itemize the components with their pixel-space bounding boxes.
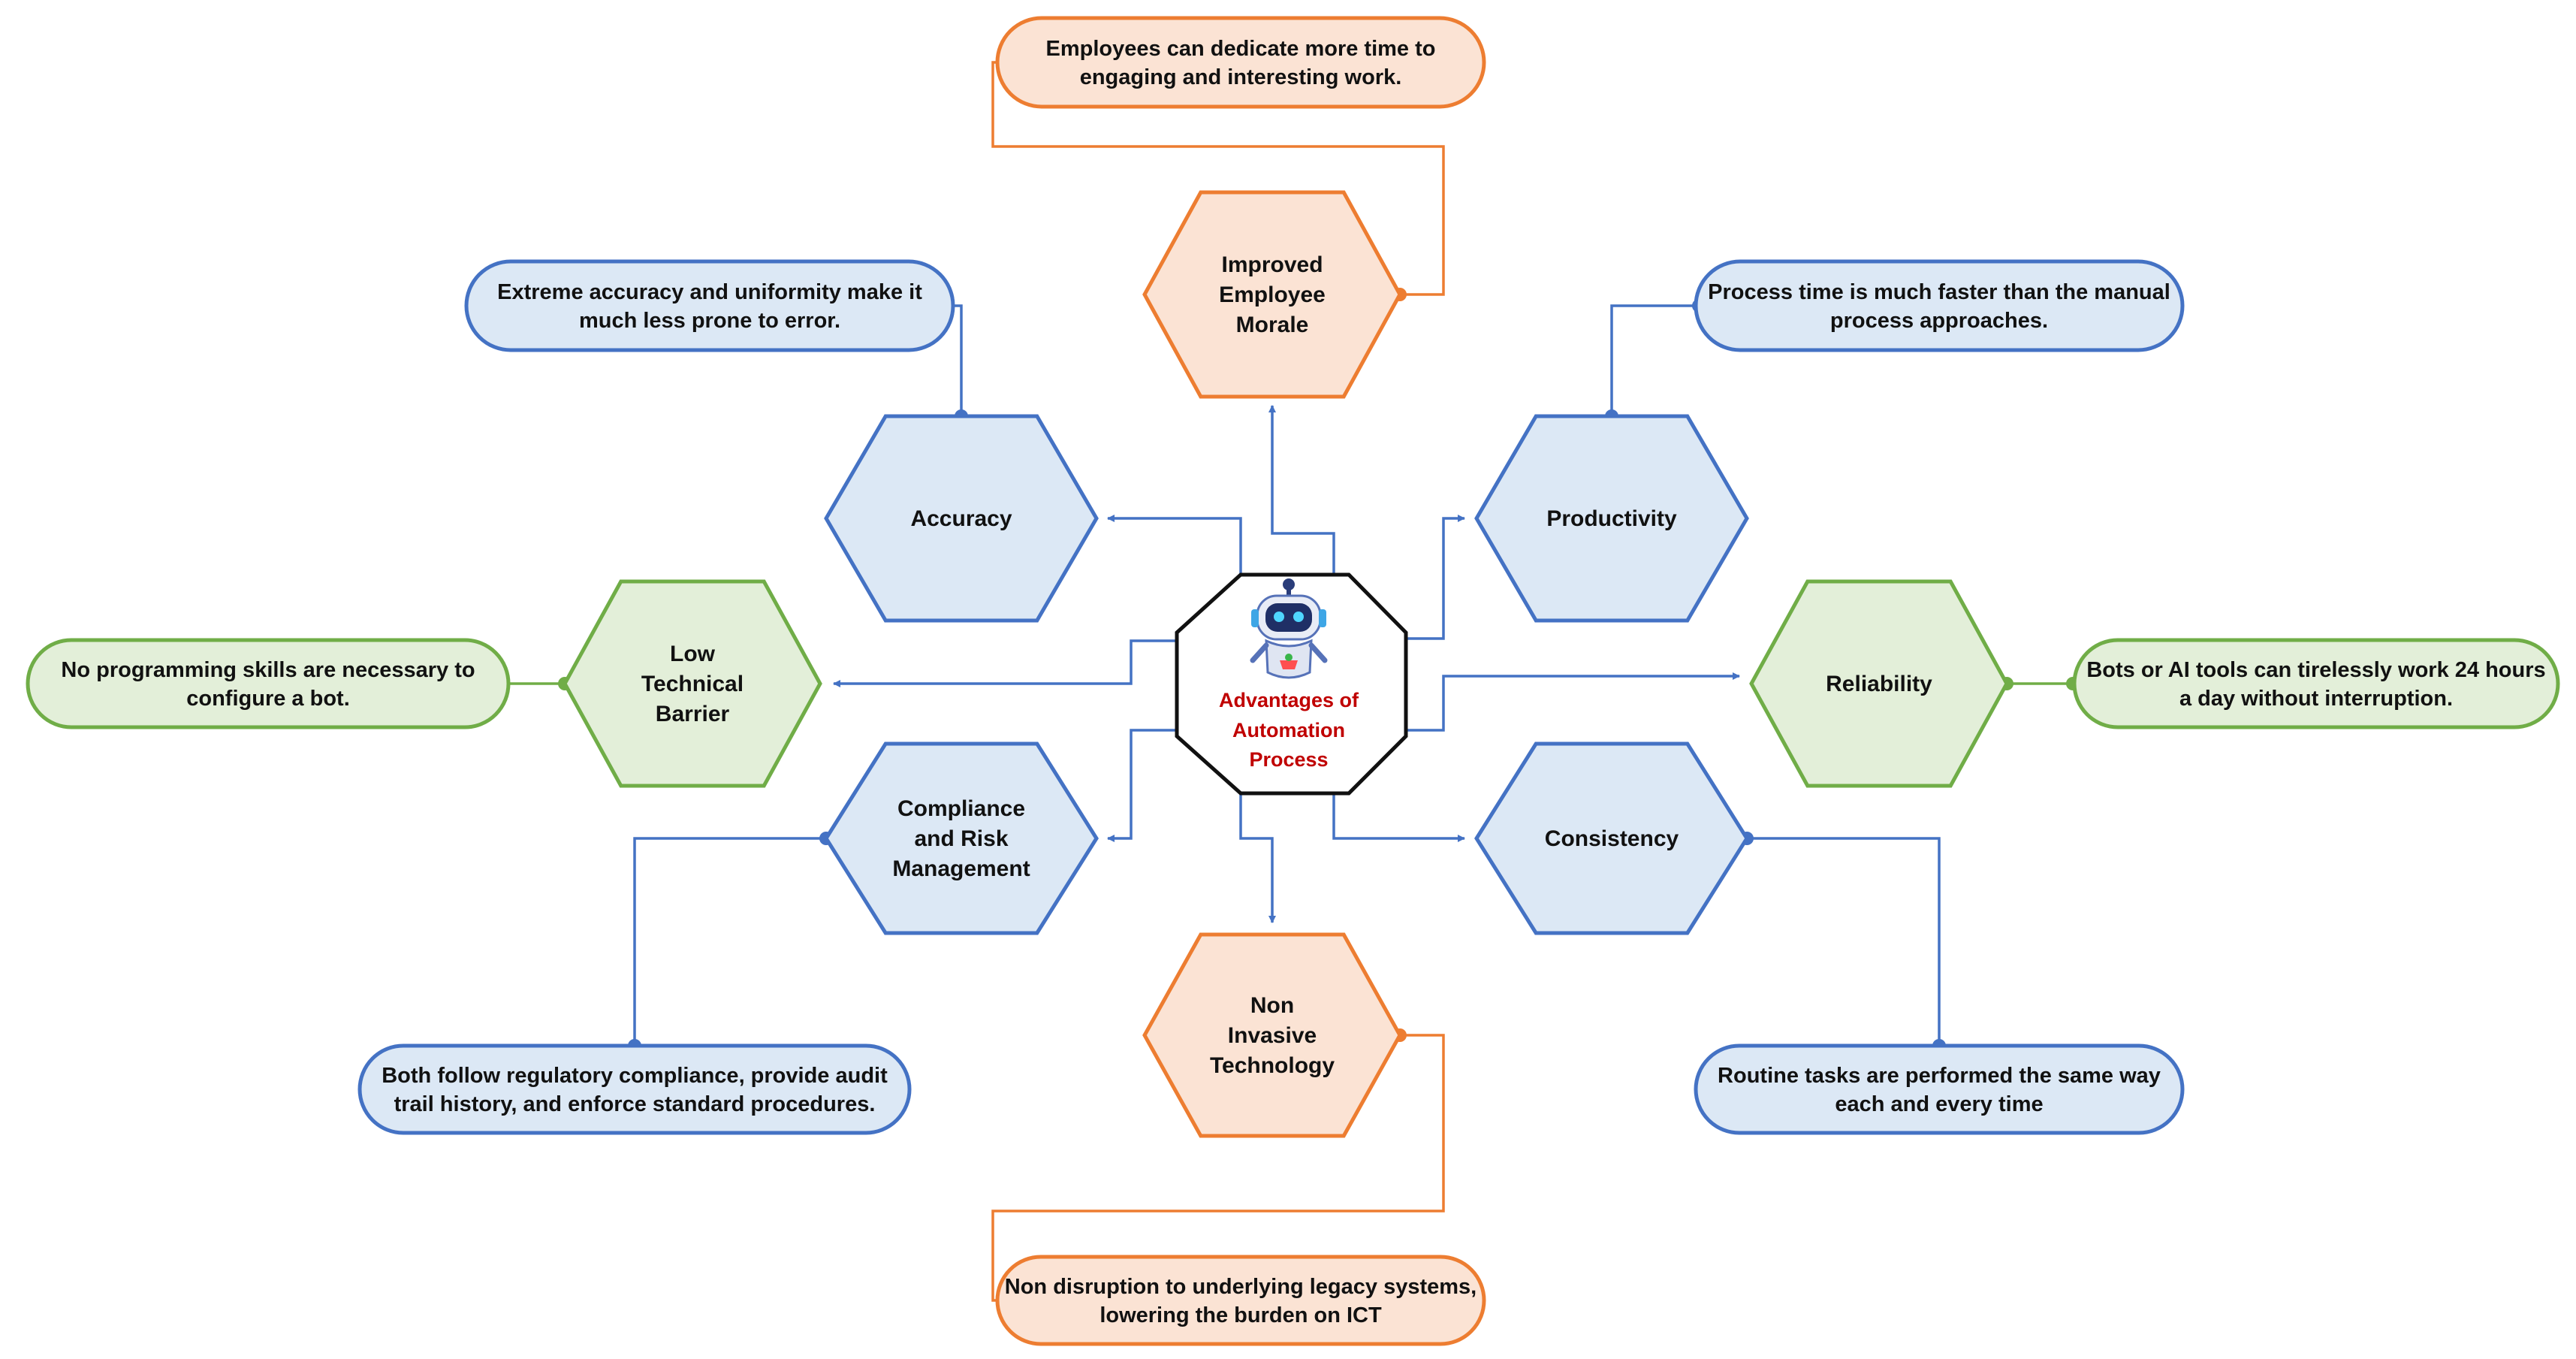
connector-compliance-callout xyxy=(633,837,826,1046)
accuracy-callout-text-line: much less prone to error. xyxy=(579,309,840,333)
compliance-and-risk-management-label-line: Compliance xyxy=(897,796,1025,821)
productivity-callout-text-line: process approaches. xyxy=(1830,309,2048,333)
accuracy-callout: Extreme accuracy and uniformity make it m… xyxy=(464,259,955,352)
center-title-line-3: Process xyxy=(1249,748,1328,771)
reliability-callout-pill xyxy=(2072,638,2560,729)
non-invasive-technology-callout-text-line: Non disruption to underlying legacy syst… xyxy=(1005,1275,1477,1299)
compliance-and-risk-management-callout-pill xyxy=(357,1043,912,1135)
reliability-callout-text-line: a day without interruption. xyxy=(2179,687,2453,711)
reliability-callout: Bots or AI tools can tirelessly work 24 … xyxy=(2072,638,2560,729)
connector-center-reliability xyxy=(1406,672,1740,732)
center-octagon xyxy=(1175,572,1408,796)
connector-center-productivity xyxy=(1406,515,1465,640)
accuracy-label-line: Accuracy xyxy=(910,506,1012,531)
reliability-label-line: Reliability xyxy=(1826,672,1932,696)
connector-center-consistency xyxy=(1332,793,1465,842)
low-technical-barrier-callout-text-line: No programming skills are necessary to xyxy=(61,658,475,682)
productivity-hexagon xyxy=(1474,414,1749,623)
improved-employee-morale-label-line: Morale xyxy=(1236,313,1309,337)
low-technical-barrier-label-line: Technical xyxy=(641,672,744,696)
non-invasive-technology-hexagon xyxy=(1142,932,1402,1138)
connector-consistency-callout xyxy=(1747,837,1941,1046)
low-technical-barrier-callout-pill xyxy=(26,638,511,729)
improved-employee-morale-hexagon xyxy=(1142,190,1402,399)
improved-employee-morale-callout-text-line: engaging and interesting work. xyxy=(1080,65,1402,89)
compliance-and-risk-management-label-line: and Risk xyxy=(914,826,1008,851)
productivity-callout: Process time is much faster than the man… xyxy=(1694,259,2185,352)
consistency-callout-text-line: each and every time xyxy=(1835,1092,2043,1116)
connector-center-morale xyxy=(1268,405,1335,575)
productivity-node: Productivity xyxy=(1474,414,1749,623)
improved-employee-morale-label-line: Improved xyxy=(1221,252,1323,277)
improved-employee-morale-callout-text-line: Employees can dedicate more time to xyxy=(1046,37,1436,61)
center-node: Advantages of Automation Process xyxy=(1175,572,1408,796)
compliance-and-risk-management-callout-text-line: Both follow regulatory compliance, provi… xyxy=(382,1064,888,1088)
improved-employee-morale-callout: Employees can dedicate more time to engag… xyxy=(995,16,1486,109)
reliability-hexagon xyxy=(1749,579,2009,788)
improved-employee-morale-label-line: Employee xyxy=(1219,282,1326,307)
robot-icon xyxy=(1250,578,1328,679)
non-invasive-technology-label-line: Non xyxy=(1250,993,1294,1018)
productivity-label-line: Productivity xyxy=(1546,506,1677,531)
consistency-label-line: Consistency xyxy=(1545,826,1679,851)
reliability-node: Reliability xyxy=(1749,579,2009,788)
compliance-and-risk-management-label-line: Management xyxy=(892,856,1030,881)
compliance-and-risk-management-callout: Both follow regulatory compliance, provi… xyxy=(357,1043,912,1135)
consistency-callout: Routine tasks are performed the same way… xyxy=(1694,1043,2185,1135)
center-title-line-2: Automation xyxy=(1232,719,1345,741)
consistency-callout-text-line: Routine tasks are performed the same way xyxy=(1718,1064,2161,1088)
non-invasive-technology-label-line: Invasive xyxy=(1228,1023,1317,1048)
connector-center-accuracy xyxy=(1107,515,1242,575)
accuracy-callout-pill xyxy=(464,259,955,352)
connector-center-non-invasive xyxy=(1239,793,1276,923)
consistency-hexagon xyxy=(1474,741,1749,935)
improved-employee-morale-callout-pill xyxy=(995,16,1486,109)
accuracy-hexagon xyxy=(824,414,1099,623)
connector-center-low-technical-barrier xyxy=(833,639,1177,687)
compliance-and-risk-management-hexagon xyxy=(824,741,1099,935)
connector-productivity-callout xyxy=(1610,304,1699,416)
low-technical-barrier-callout: No programming skills are necessary to co… xyxy=(26,638,511,729)
low-technical-barrier-label-line: Low xyxy=(670,642,716,666)
accuracy-callout-text-line: Extreme accuracy and uniformity make it xyxy=(497,280,922,304)
non-invasive-technology-callout: Non disruption to underlying legacy syst… xyxy=(995,1255,1486,1346)
compliance-and-risk-management-callout-text-line: trail history, and enforce standard proc… xyxy=(394,1092,876,1116)
productivity-callout-text-line: Process time is much faster than the man… xyxy=(1708,280,2170,304)
productivity-callout-pill xyxy=(1694,259,2185,352)
non-invasive-technology-label-line: Technology xyxy=(1210,1053,1335,1078)
non-invasive-technology-callout-pill xyxy=(995,1255,1486,1346)
non-invasive-technology-callout-text-line: lowering the burden on ICT xyxy=(1099,1303,1382,1327)
connector-center-compliance xyxy=(1107,729,1177,842)
low-technical-barrier-hexagon xyxy=(563,579,822,788)
reliability-callout-text-line: Bots or AI tools can tirelessly work 24 … xyxy=(2086,658,2545,682)
low-technical-barrier-callout-text-line: configure a bot. xyxy=(186,687,350,711)
center-title-line-1: Advantages of xyxy=(1219,689,1359,711)
consistency-node: Consistency xyxy=(1474,741,1749,935)
low-technical-barrier-label-line: Barrier xyxy=(656,702,730,726)
consistency-callout-pill xyxy=(1694,1043,2185,1135)
accuracy-node: Accuracy xyxy=(824,414,1099,623)
